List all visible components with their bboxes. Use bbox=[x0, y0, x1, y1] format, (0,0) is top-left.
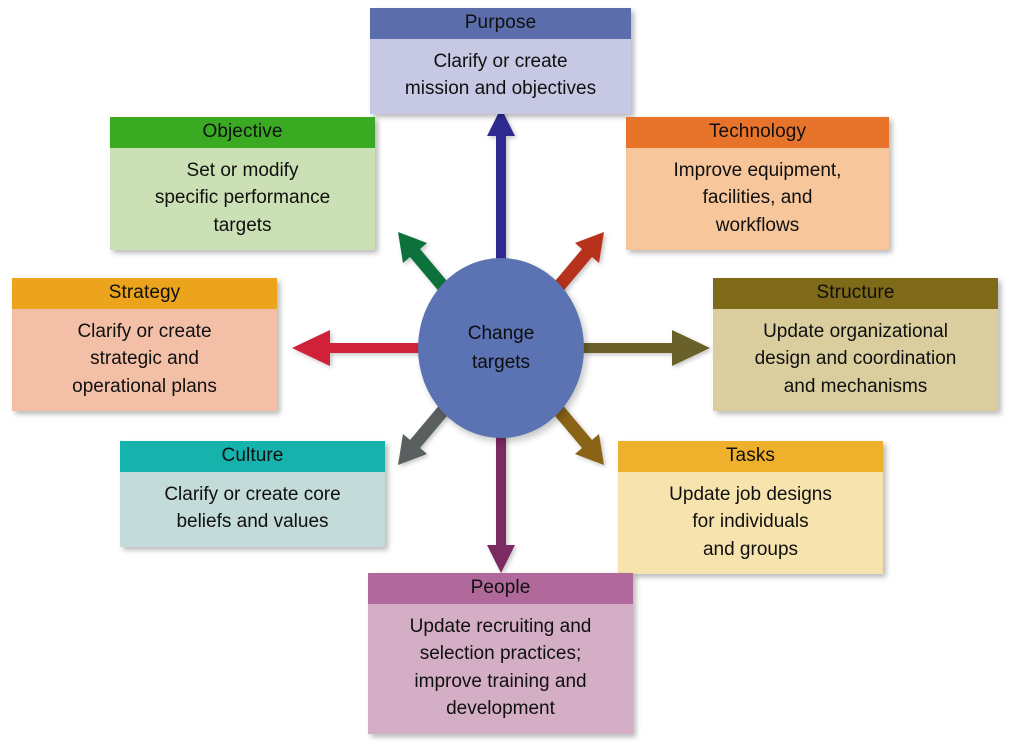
node-strategy-header: Strategy bbox=[12, 278, 277, 309]
node-technology-line-1: Improve equipment, bbox=[673, 159, 842, 181]
node-structure[interactable]: Structure Update organizational design a… bbox=[713, 278, 998, 412]
node-purpose-body: Clarify or create mission and objectives bbox=[370, 39, 631, 114]
node-people-line-3: improve training and bbox=[414, 670, 587, 692]
node-people-line-1: Update recruiting and bbox=[409, 615, 592, 637]
arrow-people bbox=[487, 434, 515, 573]
node-objective-line-3: targets bbox=[213, 214, 272, 236]
node-strategy-body: Clarify or create strategic and operatio… bbox=[12, 309, 277, 412]
arrow-strategy bbox=[292, 330, 420, 366]
node-technology[interactable]: Technology Improve equipment, facilities… bbox=[626, 117, 889, 251]
node-purpose[interactable]: Purpose Clarify or create mission and ob… bbox=[370, 8, 631, 114]
node-technology-body: Improve equipment, facilities, and workf… bbox=[626, 148, 889, 251]
node-people-header: People bbox=[368, 573, 633, 604]
hub-label-line1: Change bbox=[467, 322, 535, 344]
node-tasks-line-3: and groups bbox=[702, 538, 799, 560]
node-strategy[interactable]: Strategy Clarify or create strategic and… bbox=[12, 278, 277, 412]
node-structure-line-1: Update organizational bbox=[763, 320, 948, 342]
node-objective-body: Set or modify specific performance targe… bbox=[110, 148, 375, 251]
arrow-tasks bbox=[545, 396, 604, 465]
node-culture-header: Culture bbox=[120, 441, 385, 472]
node-tasks-body: Update job designs for individuals and g… bbox=[618, 472, 883, 575]
hub-label-line2: targets bbox=[471, 352, 531, 373]
node-strategy-line-2: strategic and bbox=[90, 348, 199, 370]
node-tasks-line-2: for individuals bbox=[692, 511, 809, 533]
node-people[interactable]: People Update recruiting and selection p… bbox=[368, 573, 633, 735]
node-technology-line-3: workflows bbox=[715, 214, 800, 236]
node-objective-line-1: Set or modify bbox=[186, 159, 299, 181]
hub-change-targets: Change targets bbox=[418, 258, 584, 438]
node-tasks-line-1: Update job designs bbox=[669, 483, 832, 505]
node-culture[interactable]: Culture Clarify or create core beliefs a… bbox=[120, 441, 385, 547]
node-people-body: Update recruiting and selection practice… bbox=[368, 604, 633, 734]
arrow-culture bbox=[398, 396, 457, 465]
node-tasks[interactable]: Tasks Update job designs for individuals… bbox=[618, 441, 883, 575]
node-technology-header: Technology bbox=[626, 117, 889, 148]
node-structure-line-2: design and coordination bbox=[754, 348, 957, 370]
arrow-structure bbox=[582, 330, 710, 366]
node-culture-line-1: Clarify or create core bbox=[164, 483, 341, 505]
node-objective-header: Objective bbox=[110, 117, 375, 148]
node-technology-line-2: facilities, and bbox=[702, 187, 813, 209]
node-tasks-header: Tasks bbox=[618, 441, 883, 472]
node-structure-line-3: and mechanisms bbox=[783, 375, 928, 397]
node-people-line-4: development bbox=[446, 698, 555, 720]
node-objective[interactable]: Objective Set or modify specific perform… bbox=[110, 117, 375, 251]
node-purpose-header: Purpose bbox=[370, 8, 631, 39]
node-culture-body: Clarify or create core beliefs and value… bbox=[120, 472, 385, 547]
node-structure-header: Structure bbox=[713, 278, 998, 309]
node-purpose-line-1: Clarify or create bbox=[433, 50, 568, 72]
node-strategy-line-3: operational plans bbox=[72, 375, 217, 397]
node-culture-line-2: beliefs and values bbox=[176, 511, 329, 533]
node-objective-line-2: specific performance bbox=[154, 187, 331, 209]
arrow-purpose bbox=[487, 108, 515, 262]
node-purpose-line-2: mission and objectives bbox=[404, 78, 597, 100]
node-strategy-line-1: Clarify or create bbox=[77, 320, 212, 342]
node-structure-body: Update organizational design and coordin… bbox=[713, 309, 998, 412]
node-people-line-2: selection practices; bbox=[419, 643, 582, 665]
